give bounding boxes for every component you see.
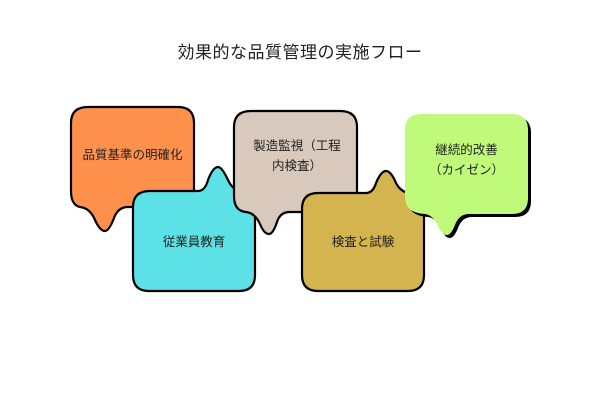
diagram-title: 効果的な品質管理の実施フロー [177, 43, 423, 63]
step-1-label: 品質基準の明確化 [71, 145, 194, 165]
step-4-label: 検査と試験 [302, 232, 424, 252]
step-5-label-line-1: 継続的改善 [435, 142, 498, 157]
step-1-label-line: 品質基準の明確化 [82, 147, 183, 162]
step-2-label: 従業員教育 [133, 232, 255, 252]
step-5-bubble [405, 114, 531, 238]
step-3-label-line-2: 内検査） [271, 158, 322, 173]
step-2-label-line: 従業員教育 [162, 234, 226, 249]
step-3-label-line-1: 製造監視（工程 [253, 138, 341, 153]
step-5-label-line-2: （カイゼン） [428, 162, 504, 177]
step-3-label: 製造監視（工程 内検査） [236, 136, 358, 176]
step-4-label-line: 検査と試験 [331, 234, 395, 249]
step-5-label: 継続的改善 （カイゼン） [405, 140, 528, 180]
